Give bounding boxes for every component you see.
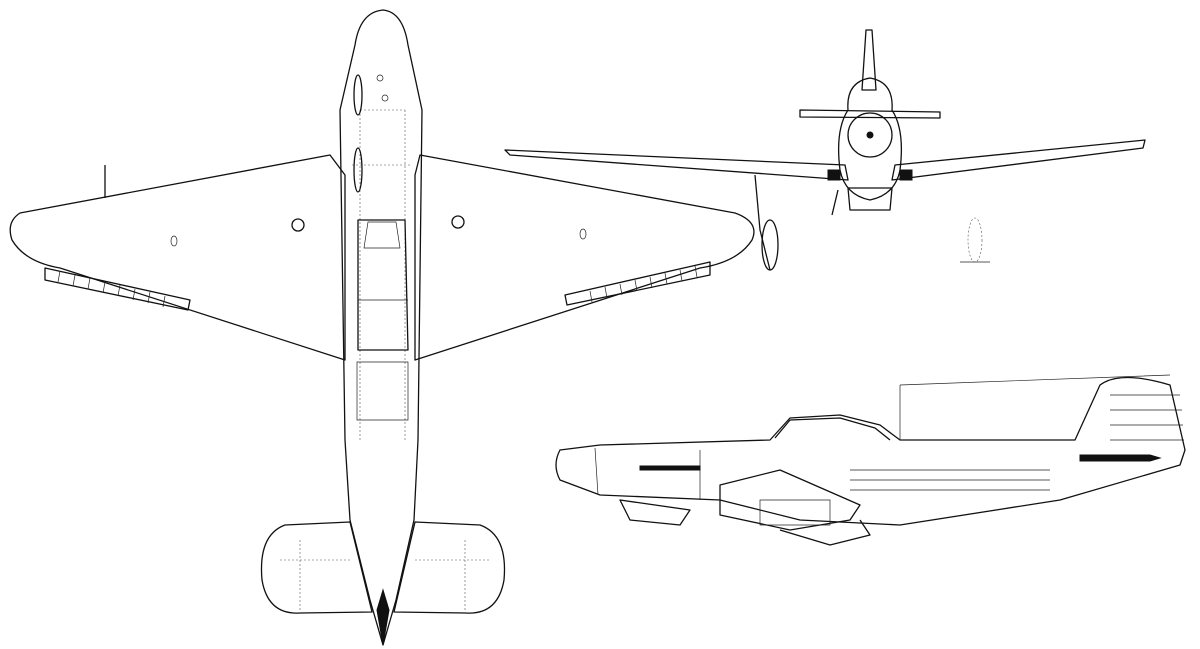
- top-view-tailplane: [260, 521, 506, 646]
- top-view-fuselage: [339, 9, 423, 646]
- side-view-wing-root: [719, 469, 861, 531]
- side-view-ribs: [850, 394, 1184, 491]
- side-view-fuselage: [555, 376, 1186, 526]
- top-view: [9, 9, 755, 646]
- front-view-fin: [861, 29, 877, 91]
- front-view: [504, 29, 1146, 271]
- front-view-left-wing: [504, 149, 849, 181]
- top-view-wing: [9, 154, 755, 361]
- front-view-right-wing: [891, 139, 1146, 181]
- front-view-wheel: [761, 219, 779, 271]
- side-view: [555, 374, 1186, 546]
